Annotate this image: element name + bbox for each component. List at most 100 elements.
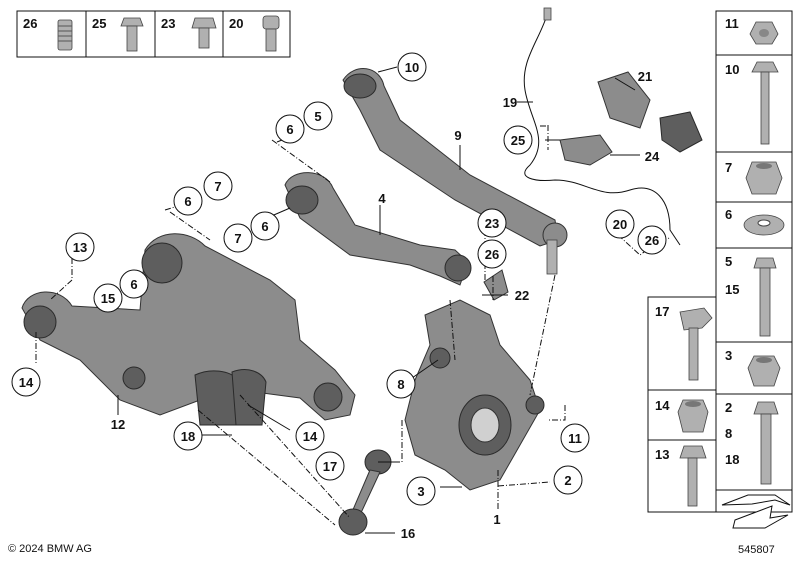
callout-15-circle: [93, 283, 123, 313]
callout-17[interactable]: 17: [323, 459, 337, 474]
callout-13[interactable]: 13: [73, 240, 87, 255]
callout-2-circle: [553, 465, 583, 495]
lower-control-arm-12[interactable]: [21, 233, 356, 426]
callout-18[interactable]: 18: [181, 429, 195, 444]
callout-3[interactable]: 3: [417, 484, 424, 499]
right-legend-10[interactable]: 10: [725, 62, 739, 77]
callout-10-circle: [397, 52, 427, 82]
long-flange-bolt-icon: [751, 61, 779, 145]
callout-25[interactable]: 25: [511, 133, 525, 148]
callout-13-circle: [65, 232, 95, 262]
threaded-insert-icon: [57, 19, 73, 51]
flange-bolt-13-icon: [679, 445, 707, 507]
callout-8[interactable]: 8: [397, 377, 404, 392]
right-legend-14[interactable]: 14: [655, 398, 670, 413]
top-legend-26[interactable]: 26: [23, 16, 37, 31]
right-legend: 11 10 7 6 5 15 3 2: [715, 10, 793, 529]
callout-21[interactable]: 21: [638, 69, 652, 84]
right-legend-8[interactable]: 8: [725, 426, 732, 441]
callout-20[interactable]: 20: [613, 217, 627, 232]
right-legend-17[interactable]: 17: [655, 304, 669, 319]
wishbone-4[interactable]: [284, 172, 472, 286]
right-legend-3[interactable]: 3: [725, 348, 732, 363]
hex-nut-icon: [745, 161, 783, 195]
callout-6[interactable]: 6: [261, 219, 268, 234]
toe-link-16[interactable]: [338, 449, 392, 536]
right-legend-2[interactable]: 2: [725, 400, 732, 415]
washer-icon: [743, 214, 785, 236]
callout-7-top-circle: [203, 171, 233, 201]
eccentric-bolt-icon: [679, 307, 713, 381]
callout-26-mid-circle: [477, 239, 507, 269]
right-legend-6[interactable]: 6: [725, 207, 732, 222]
top-legend: 26 25 23 20: [16, 10, 291, 58]
callout-16[interactable]: 16: [401, 526, 415, 541]
callout-15[interactable]: 15: [101, 291, 115, 306]
callout-23[interactable]: 23: [485, 216, 499, 231]
callout-14-mid[interactable]: 14: [303, 429, 318, 444]
right-legend-7[interactable]: 7: [725, 160, 732, 175]
bracket-21[interactable]: [597, 71, 703, 153]
flange-bolt-2-icon: [753, 401, 779, 485]
right-legend-5[interactable]: 5: [725, 254, 732, 269]
callout-26-right[interactable]: 26: [645, 233, 659, 248]
flange-nut-icon: [749, 21, 779, 45]
callout-4[interactable]: 4: [378, 191, 386, 206]
top-legend-20[interactable]: 20: [229, 16, 243, 31]
callout-7[interactable]: 7: [234, 231, 241, 246]
right-legend-18[interactable]: 18: [725, 452, 739, 467]
wheel-carrier-1[interactable]: [404, 299, 545, 491]
leader-lines: [35, 66, 671, 534]
top-legend-23[interactable]: 23: [161, 16, 175, 31]
callout-5[interactable]: 5: [314, 109, 321, 124]
hex-bolt-short-icon: [191, 17, 217, 49]
right-legend-15[interactable]: 15: [725, 282, 739, 297]
callout-5-circle: [303, 101, 333, 131]
callout-11[interactable]: 11: [568, 431, 582, 446]
hex-bolt-icon: [120, 17, 144, 52]
callout-1[interactable]: 1: [493, 512, 500, 527]
callout-26-mid[interactable]: 26: [485, 247, 499, 262]
diagram-id: 545807: [738, 544, 775, 556]
callout-10[interactable]: 10: [405, 60, 419, 75]
callout-17-circle: [315, 451, 345, 481]
callout-7-top[interactable]: 7: [214, 179, 221, 194]
direction-arrow-icon: [721, 494, 791, 529]
callout-6-circle: [250, 211, 280, 241]
callout-18-circle: [173, 421, 203, 451]
callout-24[interactable]: 24: [645, 149, 660, 164]
callout-14-mid-circle: [295, 421, 325, 451]
callout-6-top[interactable]: 6: [286, 122, 293, 137]
callout-23-circle: [477, 208, 507, 238]
copyright-text: © 2024 BMW AG: [8, 543, 92, 555]
right-legend-13[interactable]: 13: [655, 447, 669, 462]
top-legend-25[interactable]: 25: [92, 16, 106, 31]
right-legend-11[interactable]: 11: [725, 16, 739, 31]
callout-9[interactable]: 9: [454, 128, 461, 143]
callout-6-top-circle: [275, 114, 305, 144]
callout-12[interactable]: 12: [111, 417, 125, 432]
callout-14-left[interactable]: 14: [19, 375, 34, 390]
callout-8-circle: [386, 369, 416, 399]
right-legend-inner: 17 14 13: [647, 296, 717, 513]
callout-6-left[interactable]: 6: [130, 277, 137, 292]
callout-14-left-circle: [11, 367, 41, 397]
right-legend-frame: [715, 10, 793, 513]
callout-26-right-circle: [637, 225, 667, 255]
callout-25-circle: [503, 125, 533, 155]
callout-22[interactable]: 22: [515, 288, 529, 303]
callout-6-mid-circle: [173, 186, 203, 216]
long-hex-bolt-icon: [753, 257, 777, 337]
wheel-speed-sensor-cable-19[interactable]: [523, 7, 681, 246]
callout-6-mid[interactable]: 6: [184, 194, 191, 209]
callout-7-circle: [223, 223, 253, 253]
callout-2[interactable]: 2: [564, 473, 571, 488]
socket-screw-icon: [262, 15, 280, 52]
callout-11-circle: [560, 423, 590, 453]
bracket-24[interactable]: [559, 134, 613, 166]
brake-hose-bracket-22[interactable]: [483, 269, 509, 301]
callout-19[interactable]: 19: [503, 95, 517, 110]
callout-3-circle: [406, 476, 436, 506]
